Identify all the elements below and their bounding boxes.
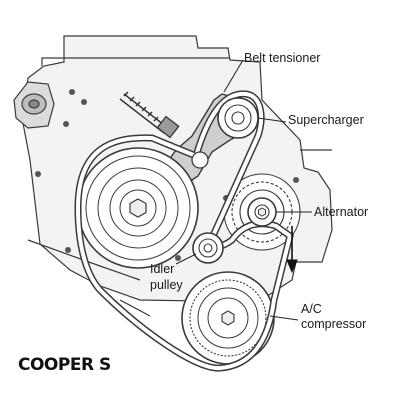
- label-idler-line1: Idler: [150, 262, 174, 276]
- label-supercharger: Supercharger: [288, 113, 364, 127]
- label-idler-line2: pulley: [150, 278, 183, 292]
- belt-direction-arrow-icon: [286, 226, 298, 274]
- serpentine-belt: [74, 90, 294, 372]
- label-alternator: Alternator: [314, 205, 368, 219]
- alternator-pulley: [247, 197, 277, 227]
- ac-compressor-pulley: [181, 271, 275, 365]
- crank-bolt-hex: [129, 198, 147, 218]
- engine-mount: [13, 81, 55, 129]
- label-ac-line1: A/C: [301, 302, 322, 316]
- tensioner-pulley: [191, 151, 209, 169]
- label-ac-line2: compressor: [301, 317, 366, 331]
- label-belt-tensioner: Belt tensioner: [244, 51, 320, 65]
- idler-pulley: [192, 232, 224, 264]
- crankshaft-pulley: [77, 147, 199, 269]
- leader-lines: [175, 59, 312, 321]
- supercharger-pulley: [217, 97, 259, 139]
- diagram-caption: COOPER S: [18, 355, 111, 375]
